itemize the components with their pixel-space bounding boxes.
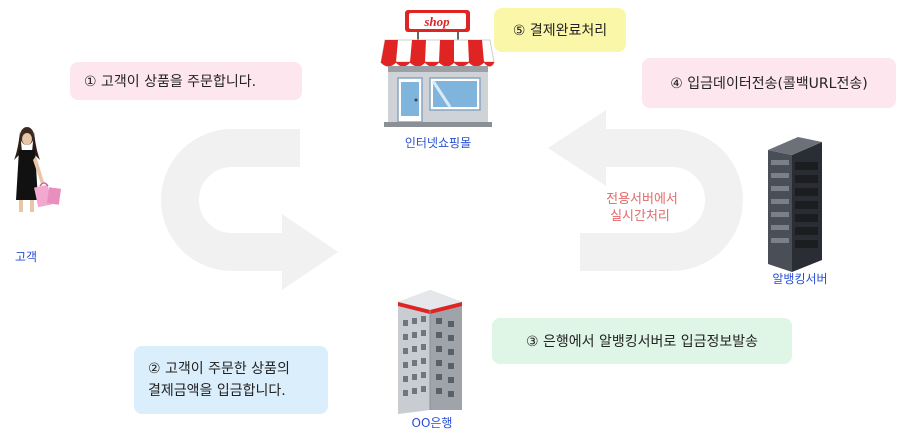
left-flow-arrow — [161, 129, 300, 271]
realtime-label-line1: 전용서버에서 — [606, 192, 678, 207]
right-flow-arrow — [580, 129, 743, 271]
bank-caption: OO은행 — [411, 416, 453, 430]
step-1-order-note: ① 고객이 상품을 주문합니다. — [70, 62, 302, 100]
step-2-payment-note: ② 고객이 주문한 상품의 결제금액을 입금합니다. — [134, 346, 328, 414]
step-3-text: ③ 은행에서 알뱅킹서버로 입금정보발송 — [526, 334, 758, 350]
shop-sign-label: shop — [423, 14, 450, 29]
right-flow-arrowhead — [548, 110, 606, 186]
realtime-label-line2: 실시간처리 — [610, 209, 670, 224]
step-3-bank-note: ③ 은행에서 알뱅킹서버로 입금정보발송 — [492, 318, 792, 364]
customer-figure-icon — [14, 127, 62, 212]
step-2-text-line2: 결제금액을 입금합니다. — [148, 383, 286, 399]
left-flow-arrowhead — [282, 214, 338, 290]
step-1-text: ① 고객이 상품을 주문합니다. — [84, 74, 257, 90]
server-icon — [768, 137, 822, 272]
customer-caption: 고객 — [14, 250, 38, 264]
shop-icon — [380, 10, 495, 127]
step-5-complete-note: ⑤ 결제완료처리 — [494, 8, 626, 52]
server-caption: 알뱅킹서버 — [772, 272, 828, 286]
step-2-text-line1: ② 고객이 주문한 상품의 — [148, 361, 290, 377]
bank-building-icon — [398, 290, 462, 414]
step-4-text: ④ 입금데이터전송(콜백URL전송) — [670, 76, 868, 92]
shop-caption: 인터넷쇼핑몰 — [404, 136, 472, 150]
step-5-text: ⑤ 결제완료처리 — [512, 23, 608, 39]
step-4-callback-note: ④ 입금데이터전송(콜백URL전송) — [642, 58, 896, 108]
